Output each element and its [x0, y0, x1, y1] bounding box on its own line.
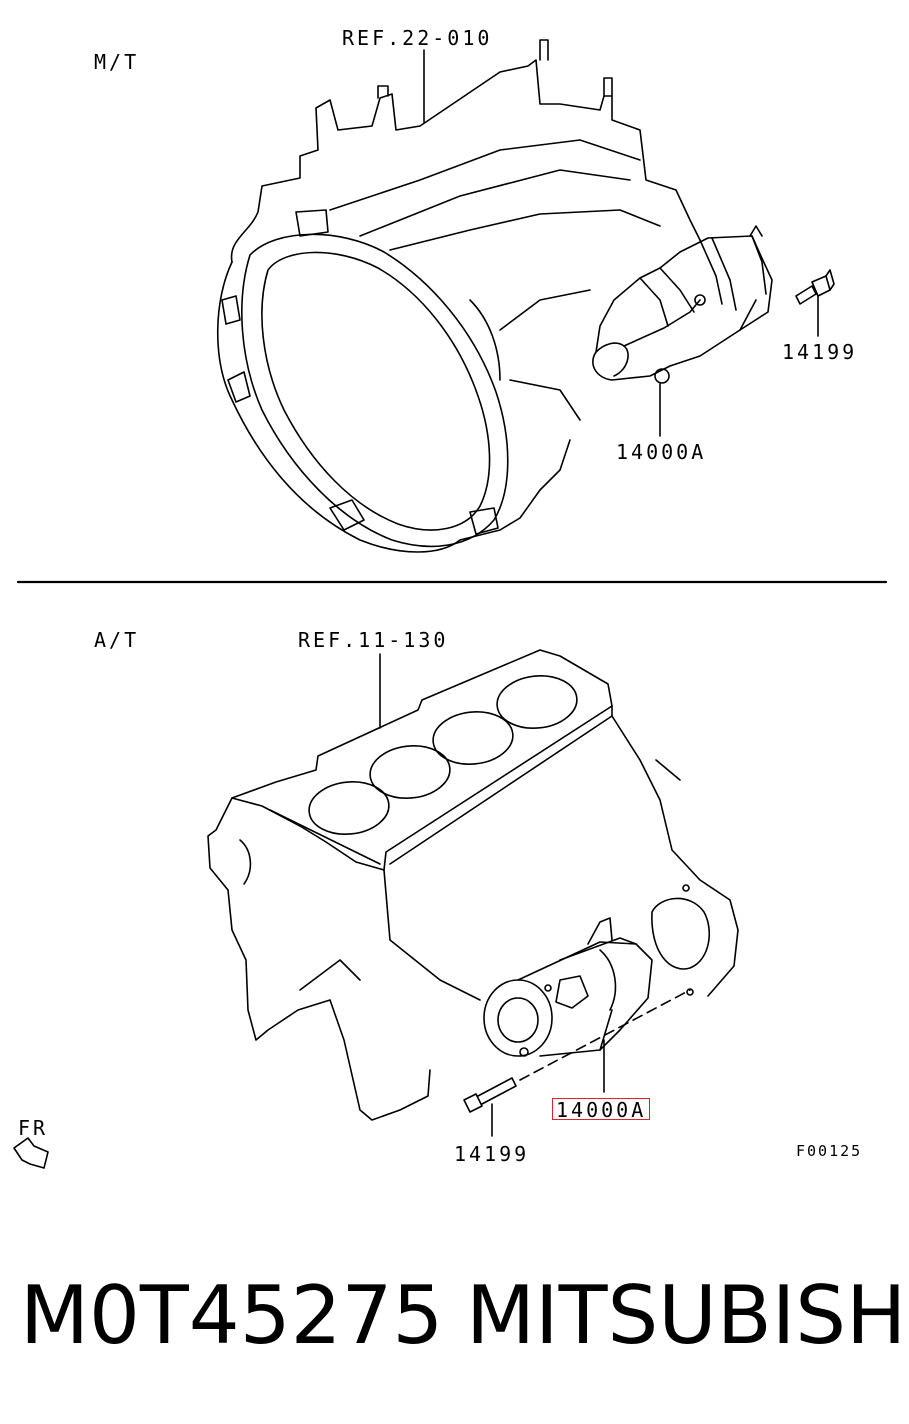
top-starter-motor-drawing	[592, 225, 773, 384]
part-number: M0T45275	[20, 1269, 444, 1362]
top-bolt-drawing	[795, 269, 835, 305]
top-starter-part-label[interactable]: 14000A	[616, 440, 707, 464]
bottom-starter-part-label[interactable]: 14000A	[556, 1098, 647, 1122]
transmission-housing-drawing	[216, 39, 701, 553]
highlight-box	[552, 1098, 650, 1120]
figure-code: F00125	[796, 1142, 863, 1160]
direction-label: FR	[18, 1116, 49, 1140]
top-ref-label[interactable]: REF.22-010	[342, 26, 493, 50]
engine-block-drawing	[207, 649, 739, 1121]
top-mode-label: M/T	[94, 50, 140, 74]
bottom-starter-motor-drawing	[483, 917, 653, 1057]
bottom-mode-label: A/T	[94, 628, 140, 652]
bottom-bolt-part-label[interactable]: 14199	[454, 1142, 530, 1166]
brand-name: MITSUBISHI	[466, 1269, 909, 1362]
front-direction-arrow-icon	[13, 1137, 49, 1169]
bottom-ref-label[interactable]: REF.11-130	[298, 628, 449, 652]
top-bolt-part-label[interactable]: 14199	[782, 340, 858, 364]
bottom-bolt-drawing	[463, 1077, 517, 1113]
